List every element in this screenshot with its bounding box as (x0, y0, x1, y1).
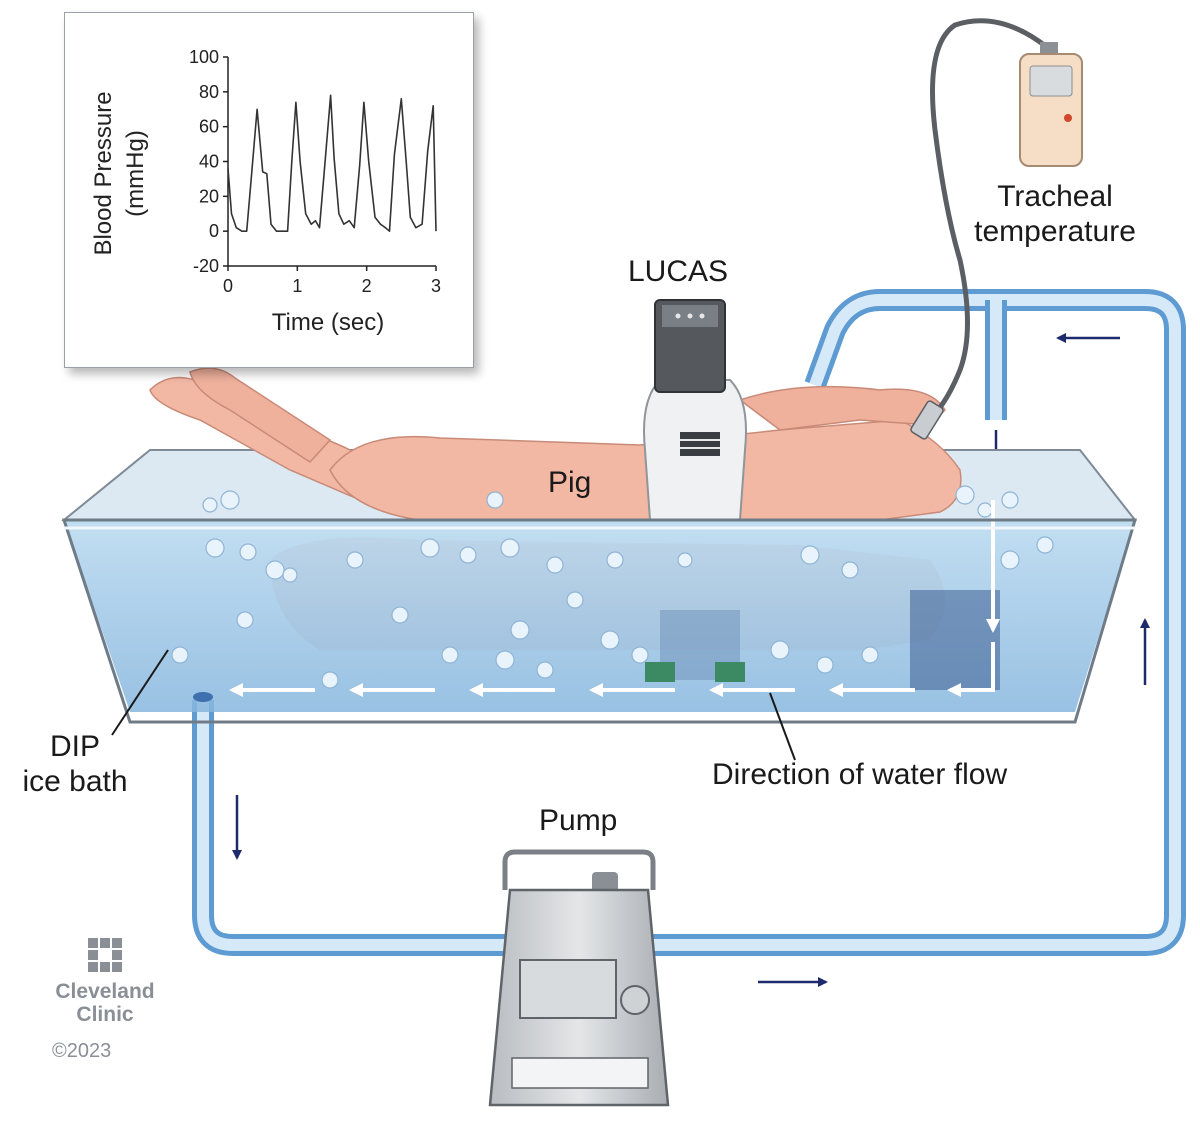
tub-drain (193, 692, 213, 702)
x-tick-label: 1 (292, 276, 302, 296)
y-tick-label: 20 (199, 186, 219, 206)
leader-lines (111, 649, 796, 761)
flow-arrows-bath (229, 500, 1000, 697)
tub-front-frame (61, 518, 1138, 724)
brand-line2: Clinic (76, 1003, 134, 1027)
y-tick-label: -20 (193, 256, 219, 276)
ice-cubes (171, 485, 1054, 689)
water-flow-label: Direction of water flow (712, 758, 1008, 791)
x-axis-title: Time (sec) (272, 309, 384, 336)
x-tick-label: 0 (223, 276, 233, 296)
dip-label-line2: ice bath (22, 764, 128, 798)
pump-device (488, 849, 670, 1107)
dip-label-line1: DIP (49, 730, 100, 763)
tracheal-label-line2: temperature (974, 214, 1136, 248)
y-tick-label: 0 (209, 221, 219, 241)
brand-name: Cleveland Clinic (40, 980, 170, 1026)
y-tick-label: 40 (199, 152, 219, 172)
tracheal-label-line1: Tracheal (997, 180, 1113, 213)
lucas-label: LUCAS (628, 255, 729, 288)
x-tick-label: 2 (362, 276, 372, 296)
y-tick-label: 100 (189, 47, 219, 67)
pig-label: Pig (548, 466, 592, 499)
cleveland-clinic-logo (88, 938, 122, 972)
pump-label: Pump (539, 804, 618, 837)
y-axis-title-line1: Blood Pressure (90, 91, 117, 255)
circulation-tube (192, 289, 1186, 956)
tracheal-temperature-label: Tracheal temperature (950, 180, 1160, 249)
y-tick-label: 60 (199, 117, 219, 137)
ice-water (64, 520, 1135, 712)
y-tick-label: 80 (199, 82, 219, 102)
bp-series-line (227, 94, 437, 232)
temperature-probe (910, 18, 1051, 440)
brand-line1: Cleveland (55, 980, 155, 1003)
thermometer-device (1019, 42, 1083, 167)
tub-brackets (645, 662, 745, 682)
pig-submerged-dark (910, 590, 1000, 690)
copyright-text: ©2023 (52, 1040, 112, 1062)
y-axis-title-line2: (mmHg) (122, 130, 149, 217)
x-tick-label: 3 (431, 276, 441, 296)
dip-ice-bath-label: DIP ice bath (0, 730, 150, 799)
